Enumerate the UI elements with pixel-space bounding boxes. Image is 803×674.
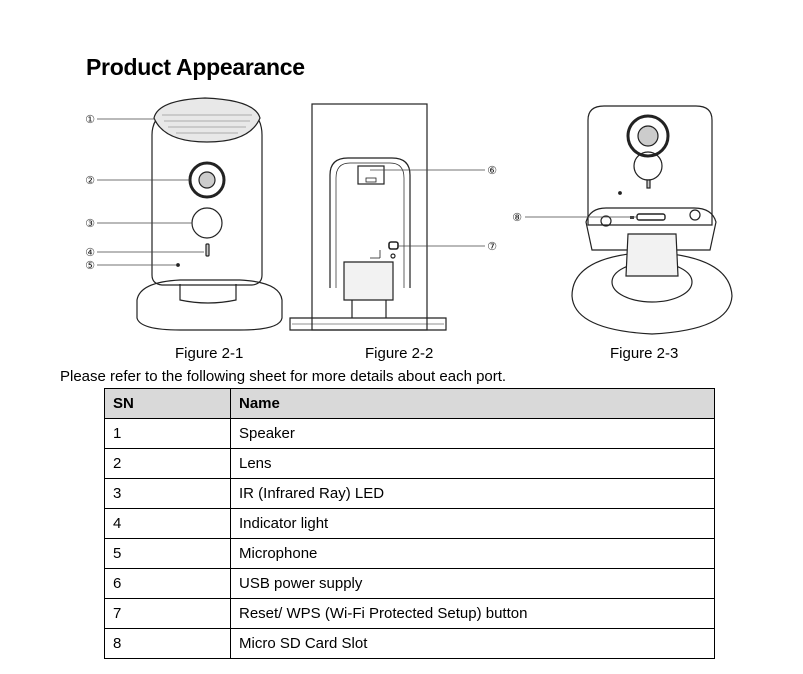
row-sn: 5 [104, 538, 231, 569]
table-row: 3 IR (Infrared Ray) LED [104, 478, 715, 509]
row-sn: 1 [104, 418, 231, 449]
intro-text: Please refer to the following sheet for … [60, 368, 507, 385]
callout-2: ② [85, 174, 95, 187]
table-row: 8 Micro SD Card Slot [104, 628, 715, 659]
ir-led-icon [191, 207, 223, 239]
usb-port-icon [365, 177, 377, 183]
row-sn: 7 [104, 598, 231, 629]
row-name: Micro SD Card Slot [230, 628, 715, 659]
callout-4: ④ [85, 246, 95, 259]
table-row: 6 USB power supply [104, 568, 715, 599]
table-row: 5 Microphone [104, 538, 715, 569]
callout-8: ⑧ [512, 211, 522, 224]
row-sn: 4 [104, 508, 231, 539]
figure-2-3-caption: Figure 2-3 [610, 345, 679, 362]
row-sn: 3 [104, 478, 231, 509]
row-sn: 8 [104, 628, 231, 659]
figure-2-2-caption: Figure 2-2 [365, 345, 434, 362]
figure-2-1-front-view [136, 97, 283, 331]
table-row: 4 Indicator light [104, 508, 715, 539]
row-name: Indicator light [230, 508, 715, 539]
column-header-sn: SN [104, 388, 231, 419]
row-name: Speaker [230, 418, 715, 449]
row-name: Microphone [230, 538, 715, 569]
callout-3: ③ [85, 217, 95, 230]
row-sn: 2 [104, 448, 231, 479]
row-name: USB power supply [230, 568, 715, 599]
row-name: Reset/ WPS (Wi-Fi Protected Setup) butto… [230, 598, 715, 629]
row-name: Lens [230, 448, 715, 479]
callout-7: ⑦ [487, 240, 497, 253]
figure-2-2-back-view [289, 103, 447, 331]
speaker-grille-icon [162, 114, 252, 134]
row-name: IR (Infrared Ray) LED [230, 478, 715, 509]
table-header-row: SN Name [104, 388, 715, 419]
product-figures: ① ② ③ ④ ⑤ ⑥ ⑦ ⑧ [85, 97, 733, 335]
table-row: 1 Speaker [104, 418, 715, 449]
callout-6: ⑥ [487, 164, 497, 177]
lens-icon [626, 114, 670, 158]
micro-sd-slot-icon [636, 213, 666, 221]
indicator-light-icon [205, 243, 210, 257]
page-title: Product Appearance [86, 54, 305, 80]
row-sn: 6 [104, 568, 231, 599]
callout-1: ① [85, 113, 95, 126]
figure-2-3-bottom-view [571, 105, 733, 335]
port-details-table: SN Name 1 Speaker 2 Lens 3 IR (Infrared … [104, 388, 715, 659]
table-row: 7 Reset/ WPS (Wi-Fi Protected Setup) but… [104, 598, 715, 629]
column-header-name: Name [230, 388, 715, 419]
table-row: 2 Lens [104, 448, 715, 479]
reset-button-icon [388, 241, 399, 250]
callout-5: ⑤ [85, 259, 95, 272]
microphone-icon [176, 263, 180, 267]
figure-2-1-caption: Figure 2-1 [175, 345, 244, 362]
